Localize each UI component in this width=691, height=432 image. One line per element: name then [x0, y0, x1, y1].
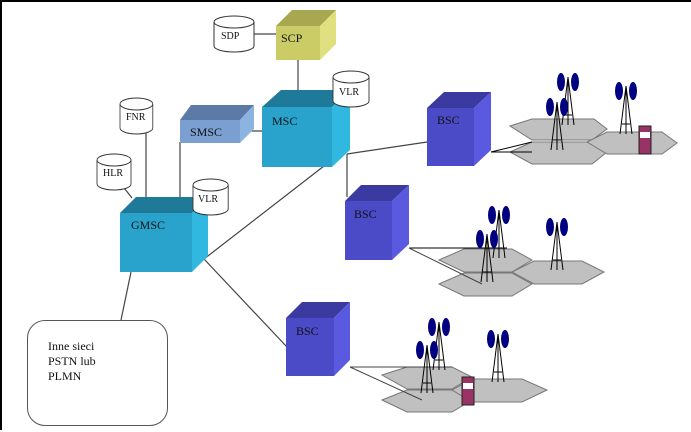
sdp-database: SDP [213, 15, 255, 53]
cell-cluster-1 [490, 72, 678, 165]
mobile-phone-icon [461, 376, 475, 406]
edge-gmsc-bsc3 [203, 258, 288, 348]
other-networks-box [27, 320, 168, 426]
bsc1-label: BSC [437, 113, 460, 127]
antenna-tower-icon [486, 329, 510, 383]
bsc-node-1: BSC [427, 92, 491, 166]
fnr-database: FNR [119, 97, 154, 135]
scp-node: SCP [276, 10, 336, 60]
smsc-label: SMSC [190, 125, 222, 139]
bsc3-label: BSC [296, 324, 319, 338]
hlr-label: HLR [103, 168, 123, 179]
edge-gmsc-other [120, 271, 132, 321]
cell-cluster-2 [408, 205, 606, 297]
fnr-label: FNR [126, 112, 146, 123]
gmsc-vlr-database: VLR [192, 178, 229, 216]
antenna-tower-icon [556, 72, 580, 126]
other-networks-line-1: Inne sieci [48, 339, 95, 353]
cell-cluster-3 [349, 317, 549, 413]
smsc-node: SMSC [180, 105, 254, 143]
bsc-node-3: BSC [286, 302, 350, 376]
other-networks-line-2: PSTN lub [48, 354, 96, 368]
msc-vlr-database: VLR [332, 70, 370, 108]
other-networks-line-3: PLMN [48, 369, 82, 383]
mobile-phone-icon [638, 125, 652, 155]
gmsc-node: GMSC [120, 197, 208, 272]
msc-node: MSC [262, 90, 350, 167]
sdp-label: SDP [221, 31, 240, 42]
gmsc-label: GMSC [131, 218, 165, 232]
gmsc-vlr-label: VLR [198, 194, 218, 205]
edge-gmsc-msc [203, 165, 325, 260]
other-networks-label: Inne sieci PSTN lub PLMN [48, 339, 96, 384]
antenna-tower-icon [614, 81, 638, 135]
msc-vlr-label: VLR [339, 87, 359, 98]
scp-label: SCP [281, 31, 303, 45]
bsc-node-2: BSC [345, 185, 409, 260]
hlr-database: HLR [96, 153, 132, 191]
edge-msc-bsc1 [346, 141, 428, 155]
bsc2-label: BSC [354, 207, 377, 221]
msc-label: MSC [272, 114, 297, 128]
